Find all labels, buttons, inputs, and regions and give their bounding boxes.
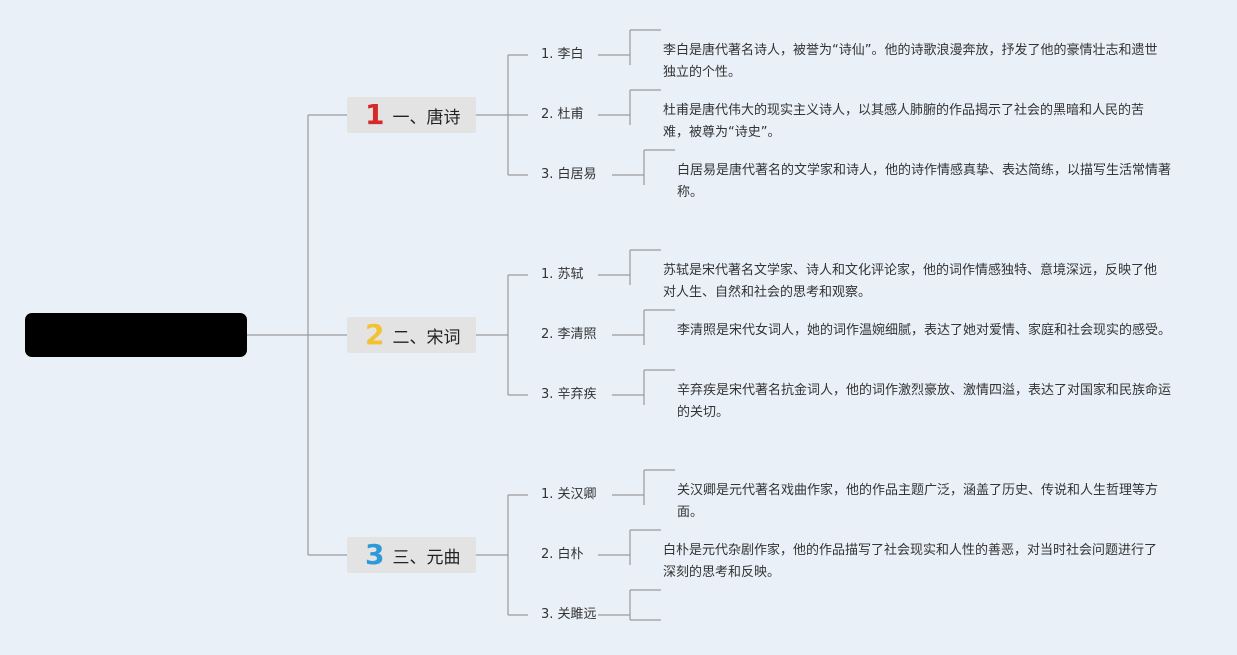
poet-description: 白居易是唐代著名的文学家和诗人，他的诗作情感真挚、表达简练，以描写生活常情著称。 bbox=[677, 163, 1172, 200]
poet-description: 关汉卿是元代著名戏曲作家，他的作品主题广泛，涵盖了历史、传说和人生哲理等方面。 bbox=[677, 483, 1159, 520]
poet-description: 杜甫是唐代伟大的现实主义诗人，以其感人肺腑的作品揭示了社会的黑暗和人民的苦难，被… bbox=[663, 103, 1145, 140]
poet-guan-juyuan[interactable]: 3. 关雎远 bbox=[541, 607, 597, 622]
poet-bai-juyi[interactable]: 3. 白居易 bbox=[541, 167, 597, 182]
number-badge: 1 bbox=[365, 98, 385, 131]
category-label: 三、元曲 bbox=[392, 547, 461, 568]
poet-du-fu[interactable]: 2. 杜甫 bbox=[541, 107, 584, 122]
poet-guan-hanqing[interactable]: 1. 关汉卿 bbox=[541, 487, 597, 502]
poet-li-bai[interactable]: 1. 李白 bbox=[541, 47, 584, 62]
category-tang-poetry[interactable]: 1 一、唐诗 bbox=[347, 97, 476, 133]
poet-description: 白朴是元代杂剧作家，他的作品描写了社会现实和人性的善恶，对当时社会问题进行了深刻… bbox=[663, 543, 1158, 580]
category-label: 一、唐诗 bbox=[392, 107, 461, 128]
category-yuan-qu[interactable]: 3 三、元曲 bbox=[347, 537, 476, 573]
poet-xin-qiji[interactable]: 3. 辛弃疾 bbox=[541, 387, 597, 402]
poet-description: 苏轼是宋代著名文学家、诗人和文化评论家，他的词作情感独特、意境深远，反映了他对人… bbox=[663, 263, 1158, 300]
category-label: 二、宋词 bbox=[392, 327, 461, 348]
poet-su-shi[interactable]: 1. 苏轼 bbox=[541, 267, 584, 282]
poet-description: 李清照是宋代女词人，她的词作温婉细腻，表达了她对爱情、家庭和社会现实的感受。 bbox=[677, 323, 1172, 338]
number-badge: 3 bbox=[365, 538, 385, 571]
central-topic-node[interactable] bbox=[25, 313, 247, 357]
poet-description: 辛弃疾是宋代著名抗金词人，他的词作激烈豪放、激情四溢，表达了对国家和民族命运的关… bbox=[677, 383, 1172, 420]
poet-li-qingzhao[interactable]: 2. 李清照 bbox=[541, 327, 597, 342]
category-song-ci[interactable]: 2 二、宋词 bbox=[347, 317, 476, 353]
poet-description: 李白是唐代著名诗人，被誉为“诗仙”。他的诗歌浪漫奔放，抒发了他的豪情壮志和遗世独… bbox=[663, 43, 1158, 80]
number-badge: 2 bbox=[365, 318, 385, 351]
poet-bai-pu[interactable]: 2. 白朴 bbox=[541, 547, 584, 562]
